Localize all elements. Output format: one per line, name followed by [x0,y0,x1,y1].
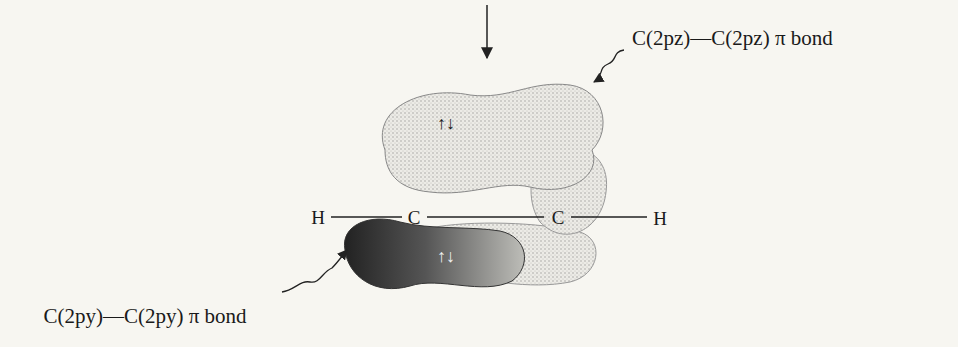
leader-line [282,250,347,292]
leader-line [594,50,624,82]
sigma-bonds [331,216,647,218]
electron-pair: ↑↓ [437,247,455,265]
py-front-lobe [344,219,524,289]
callout-label: C(2pz)—C(2pz) π bond [632,28,833,49]
callout-label: C(2py)—C(2py) π bond [43,306,246,327]
electron-pair: ↑↓ [437,114,455,132]
view-arrow [486,5,488,58]
atom-symbol: C [552,208,565,227]
atom-symbol: H [311,208,325,227]
atom-symbol: C [408,208,421,227]
atom-symbol: H [653,209,667,228]
pz-upper-lobe [382,84,603,193]
